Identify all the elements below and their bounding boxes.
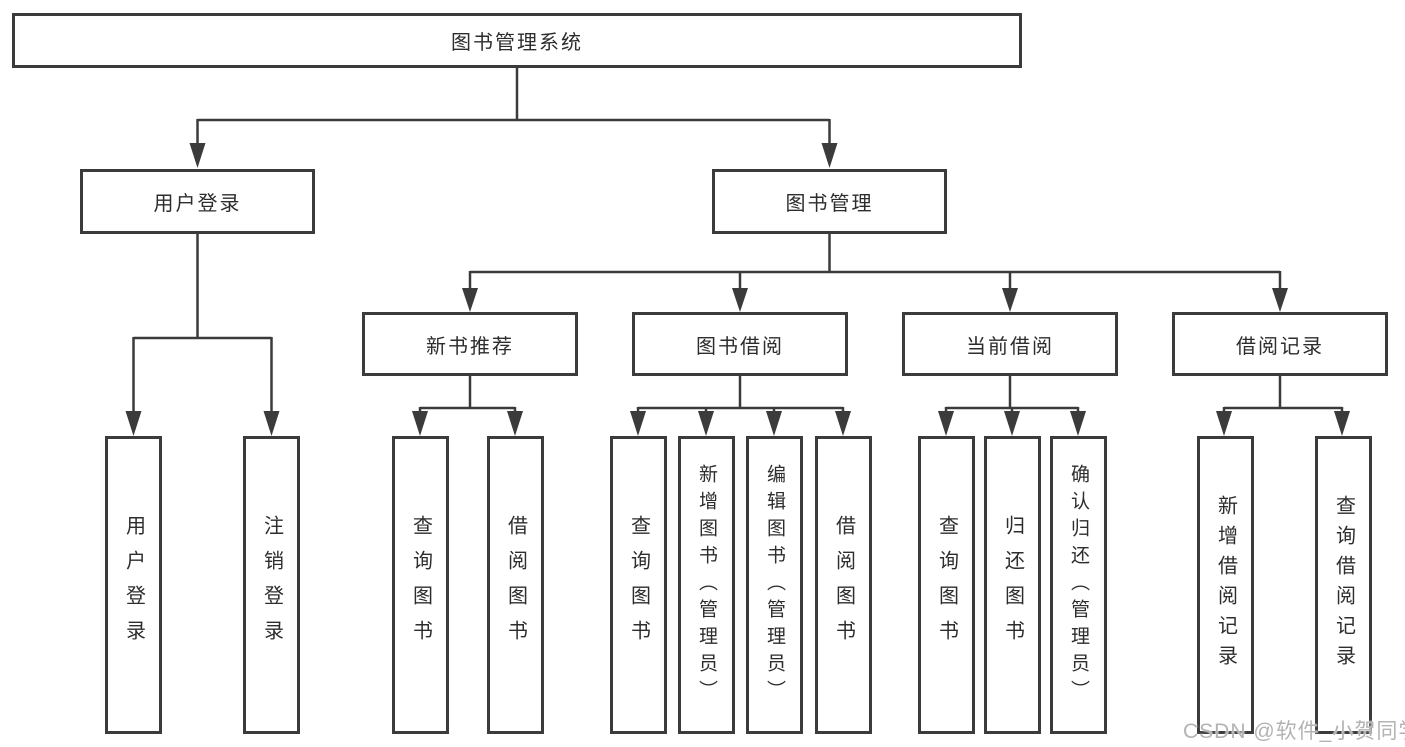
leaf-records-query-label: 查询借阅记录 xyxy=(1332,495,1355,675)
leaf-current-query: 查询图书 xyxy=(918,436,975,734)
leaf-borrow-add-book: 新增图书（管理员） xyxy=(678,436,735,734)
node-user-login: 用户登录 xyxy=(80,169,315,234)
leaf-borrow-query: 查询图书 xyxy=(610,436,667,734)
leaf-records-query: 查询借阅记录 xyxy=(1315,436,1372,734)
node-root: 图书管理系统 xyxy=(12,13,1022,68)
leaf-newbooks-borrow-label: 借阅图书 xyxy=(504,515,527,655)
leaf-logout: 注销登录 xyxy=(243,436,300,734)
node-book-borrow: 图书借阅 xyxy=(632,312,848,376)
leaf-borrow-edit-book: 编辑图书（管理员） xyxy=(746,436,803,734)
leaf-borrow-edit-book-label: 编辑图书（管理员） xyxy=(764,463,785,707)
leaf-user-login-label: 用户登录 xyxy=(122,515,145,655)
leaf-borrow-query-label: 查询图书 xyxy=(627,515,650,655)
leaf-current-return: 归还图书 xyxy=(984,436,1041,734)
leaf-logout-label: 注销登录 xyxy=(260,515,283,655)
node-book-management: 图书管理 xyxy=(712,169,947,234)
csdn-watermark: CSDN @软件_小贺同学 xyxy=(1183,720,1405,743)
leaf-borrow-book-label: 借阅图书 xyxy=(832,515,855,655)
leaf-current-confirm-return: 确认归还（管理员） xyxy=(1050,436,1107,734)
leaf-records-add: 新增借阅记录 xyxy=(1197,436,1254,734)
leaf-newbooks-query: 查询图书 xyxy=(392,436,449,734)
leaf-current-confirm-return-label: 确认归还（管理员） xyxy=(1068,463,1089,707)
leaf-newbooks-borrow: 借阅图书 xyxy=(487,436,544,734)
leaf-current-query-label: 查询图书 xyxy=(935,515,958,655)
node-new-book-recommend: 新书推荐 xyxy=(362,312,578,376)
leaf-newbooks-query-label: 查询图书 xyxy=(409,515,432,655)
node-current-borrow: 当前借阅 xyxy=(902,312,1118,376)
leaf-borrow-add-book-label: 新增图书（管理员） xyxy=(696,463,717,707)
leaf-records-add-label: 新增借阅记录 xyxy=(1214,495,1237,675)
leaf-borrow-book: 借阅图书 xyxy=(815,436,872,734)
node-borrow-records: 借阅记录 xyxy=(1172,312,1388,376)
leaf-current-return-label: 归还图书 xyxy=(1001,515,1024,655)
leaf-user-login: 用户登录 xyxy=(105,436,162,734)
